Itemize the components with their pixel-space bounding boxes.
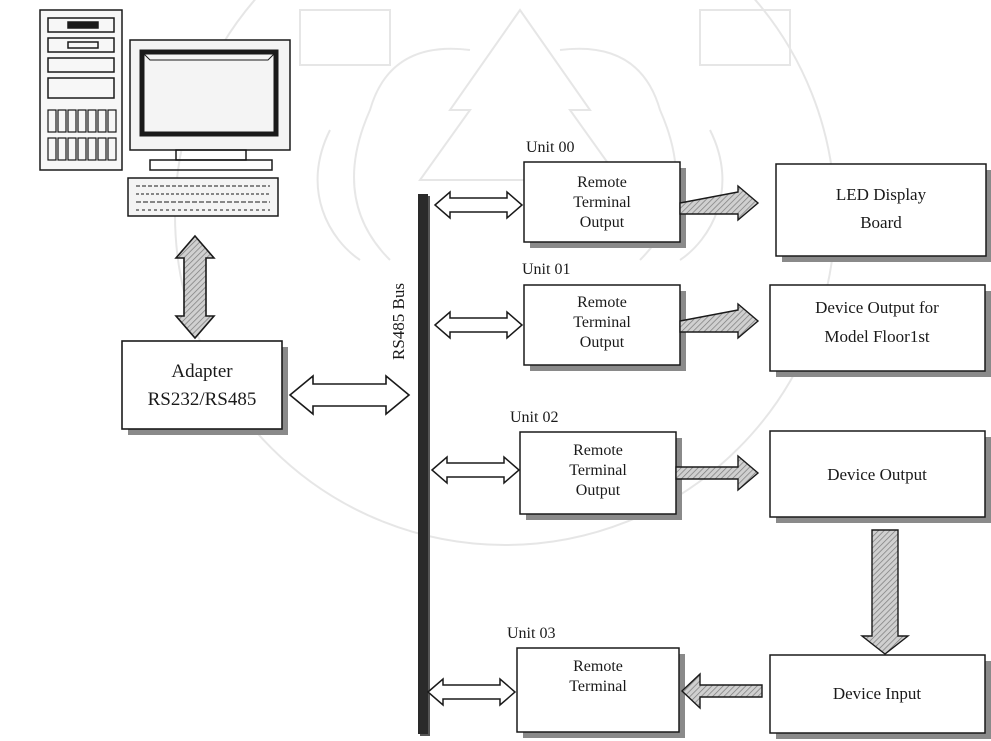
bus-label: RS485 Bus: [389, 283, 408, 360]
unit-00-rt-line3: Output: [580, 214, 625, 231]
unit-02-output-arrow: [676, 456, 758, 490]
device-output-label: Device Output: [827, 465, 927, 484]
unit-00: Unit 00 Remote Terminal Output LED Displ…: [435, 139, 991, 262]
rs485-bus: RS485 Bus: [389, 194, 430, 736]
adapter-box: Adapter RS232/RS485: [122, 341, 288, 435]
unit-03-label: Unit 03: [507, 625, 555, 642]
unit-03-rt-line2: Terminal: [569, 678, 627, 695]
unit-00-rt-line2: Terminal: [573, 194, 631, 211]
device-input-label: Device Input: [833, 684, 922, 703]
led-display-line2: Board: [860, 213, 902, 232]
unit-02-bus-arrow: [432, 457, 519, 483]
unit-03-input-arrow: [682, 674, 762, 708]
computer-adapter-arrow: [176, 236, 214, 338]
unit-02-label: Unit 02: [510, 409, 558, 426]
adapter-label-line1: Adapter: [171, 361, 233, 382]
unit-03-rt-line1: Remote: [573, 658, 623, 675]
unit-01-rt-line2: Terminal: [573, 314, 631, 331]
device-output-floor-line2: Model Floor1st: [824, 327, 930, 346]
unit-00-output-arrow: [680, 186, 758, 220]
unit-00-bus-arrow: [435, 192, 522, 218]
computer-icon: [40, 10, 290, 216]
unit-00-rt-line1: Remote: [577, 174, 627, 191]
unit-02-rt-line1: Remote: [573, 442, 623, 459]
unit-01-label: Unit 01: [522, 261, 570, 278]
unit-03-bus-arrow: [428, 679, 515, 705]
unit-02: Unit 02 Remote Terminal Output Device Ou…: [432, 409, 991, 654]
unit-01: Unit 01 Remote Terminal Output Device Ou…: [435, 261, 991, 377]
unit-00-label: Unit 00: [526, 139, 574, 156]
adapter-bus-arrow: [290, 376, 409, 414]
led-display-board-box: [776, 164, 986, 256]
unit-01-rt-line3: Output: [580, 334, 625, 351]
unit-03: Unit 03 Remote Terminal Device Input: [428, 625, 991, 739]
unit-02-rt-line3: Output: [576, 482, 621, 499]
unit-02-rt-line2: Terminal: [569, 462, 627, 479]
adapter-label-line2: RS232/RS485: [148, 389, 257, 410]
unit-01-output-arrow: [680, 304, 758, 338]
unit-01-bus-arrow: [435, 312, 522, 338]
led-display-line1: LED Display: [836, 185, 927, 204]
device-output-floor-line1: Device Output for: [815, 298, 939, 317]
output-to-input-arrow: [862, 530, 908, 654]
unit-01-rt-line1: Remote: [577, 294, 627, 311]
